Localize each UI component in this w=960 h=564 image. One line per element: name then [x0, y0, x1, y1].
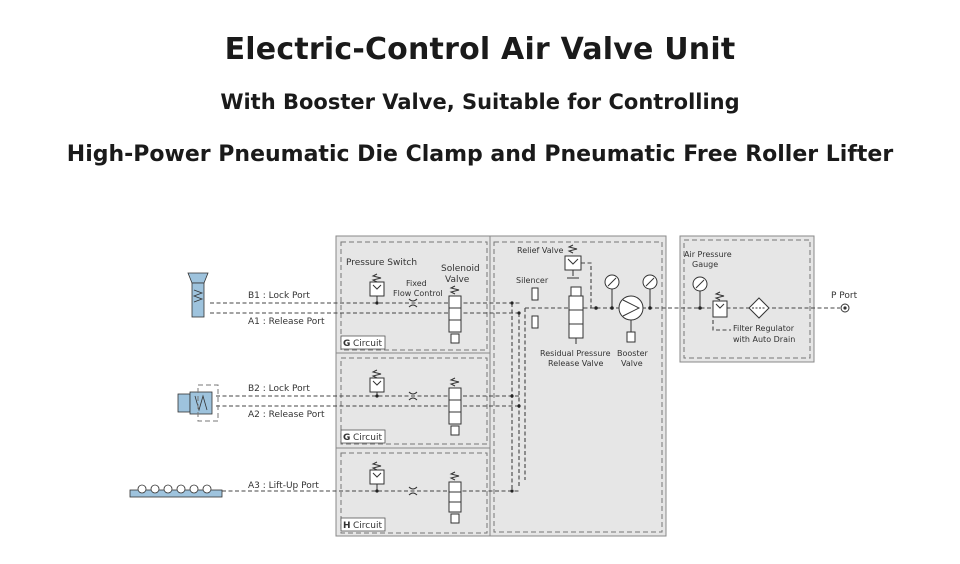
h-circuit-label: H Circuit	[340, 517, 386, 532]
flow-control-icon	[408, 298, 418, 308]
filter-regulator-label-1: Filter Regulator	[733, 324, 795, 333]
clamp-actuator-icon	[177, 384, 219, 422]
solenoid-valve-icon	[448, 471, 462, 524]
silencer-label: Silencer	[516, 276, 549, 285]
filter-regulator-icon	[712, 291, 770, 331]
booster-valve-icon	[618, 295, 644, 343]
circuit-letter: G	[343, 433, 350, 443]
fixed-flow-label-1: Fixed	[406, 279, 427, 288]
flow-control-icon	[408, 391, 418, 401]
g-circuit-2-label: G Circuit	[340, 429, 386, 444]
a3-port-label: A3 : Lift-Up Port	[248, 481, 319, 491]
pressure-switch-icon	[369, 273, 385, 305]
relief-valve-icon	[564, 244, 592, 308]
subtitle-line-2: High-Power Pneumatic Die Clamp and Pneum…	[66, 142, 894, 167]
booster-label-2: Valve	[621, 359, 643, 368]
g-circuit-1-box	[340, 241, 488, 351]
circuit-letter: G	[343, 339, 350, 349]
filter-inner-box	[683, 239, 811, 359]
fixed-flow-label-2: Flow Control	[393, 289, 443, 298]
h-circuit-box	[340, 452, 488, 534]
air-gauge-label-2: Gauge	[692, 260, 718, 269]
b1-port-label: B1 : Lock Port	[248, 291, 310, 301]
residual-valve-label-1: Residual Pressure	[540, 349, 611, 358]
solenoid-valve-icon	[448, 285, 462, 344]
filter-regulator-label-2: with Auto Drain	[733, 335, 795, 344]
flow-control-icon	[408, 486, 418, 496]
die-clamp-cylinder-icon	[187, 272, 209, 318]
circuit-text: Circuit	[353, 521, 382, 531]
a1-port-label: A1 : Release Port	[248, 317, 325, 327]
p-port-icon	[840, 303, 850, 313]
pressure-gauge-icon	[642, 274, 658, 308]
silencer-icon	[531, 287, 539, 329]
pressure-switch-icon	[369, 369, 385, 398]
circuit-text: Circuit	[353, 433, 382, 443]
subtitle-line-1: With Booster Valve, Suitable for Control…	[220, 90, 740, 114]
pressure-gauge-icon	[604, 274, 620, 308]
filter-panel	[679, 235, 815, 363]
main-title: Electric-Control Air Valve Unit	[224, 32, 736, 67]
solenoid-label-2: Valve	[445, 275, 470, 285]
g-circuit-2-box	[340, 357, 488, 445]
residual-pressure-valve-icon	[568, 286, 584, 344]
air-pressure-gauge-icon	[692, 276, 708, 308]
pressure-switch-icon	[369, 461, 385, 493]
p-port-label: P Port	[831, 291, 858, 301]
circuit-letter: H	[343, 521, 351, 531]
solenoid-label-1: Solenoid	[441, 264, 480, 274]
relief-valve-label: Relief Valve	[517, 246, 564, 255]
b2-port-label: B2 : Lock Port	[248, 384, 310, 394]
free-roller-lifter-icon	[129, 484, 223, 498]
booster-section-box	[493, 241, 663, 533]
air-gauge-label-1: Air Pressure	[684, 250, 732, 259]
a2-port-label: A2 : Release Port	[248, 410, 325, 420]
residual-valve-label-2: Release Valve	[548, 359, 604, 368]
solenoid-valve-icon	[448, 377, 462, 436]
g-circuit-1-label: G Circuit	[340, 335, 386, 350]
booster-label-1: Booster	[617, 349, 649, 358]
circuit-text: Circuit	[353, 339, 382, 349]
pressure-switch-label: Pressure Switch	[346, 258, 417, 268]
